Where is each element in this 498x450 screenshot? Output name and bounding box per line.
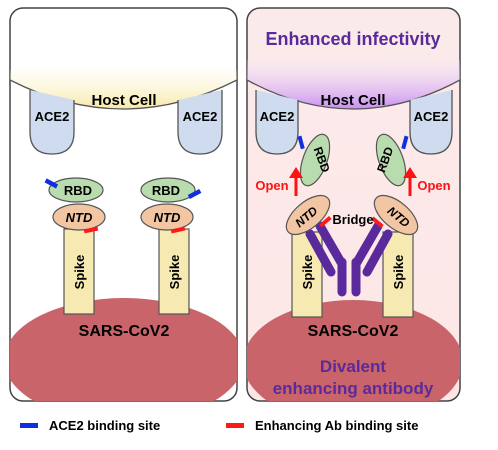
ace2-receptor-right-panel-right — [409, 90, 453, 155]
rbd-right-panel-left — [299, 133, 331, 187]
rbd-left — [48, 177, 104, 203]
ace2-receptor-right — [177, 90, 223, 155]
open-arrow-right — [403, 167, 417, 196]
ntd-right-panel-right — [373, 194, 419, 236]
enhancing-site-right — [170, 226, 186, 234]
spike-label-right-panel-right: Spike — [391, 255, 406, 290]
legend-ace2-swatch — [20, 423, 38, 428]
divalent-antibody — [305, 221, 393, 297]
caption-line1: Divalent — [320, 357, 386, 376]
open-label-right: Open — [417, 178, 450, 193]
ace2-label-right-panel-right: ACE2 — [414, 109, 449, 124]
open-arrow-left — [289, 167, 303, 196]
virus-body-right — [247, 300, 460, 401]
ntd-label-left: NTD — [66, 210, 93, 225]
legend-enhancing-label: Enhancing Ab binding site — [255, 418, 418, 433]
ace2-receptor-left — [29, 90, 75, 155]
ace2-label-right: ACE2 — [183, 109, 218, 124]
right-panel-title: Enhanced infectivity — [265, 29, 440, 49]
rbd-label-left: RBD — [64, 183, 92, 198]
legend-enhancing-swatch — [226, 423, 244, 428]
ace2-receptor-right-panel-left — [255, 90, 299, 155]
enhancing-site-right-panel-left — [319, 215, 332, 228]
ntd-right-panel-left — [285, 194, 331, 236]
rbd-right-panel-right — [375, 133, 407, 187]
host-cell-label: Host Cell — [91, 92, 156, 109]
enhancing-site-left — [83, 226, 99, 234]
enhancing-site-right-panel-right — [371, 216, 384, 229]
spike-stalk-right-panel-right — [382, 231, 414, 318]
virus-label: SARS-CoV2 — [79, 323, 170, 340]
ace2-site-right-panel-right — [401, 135, 409, 150]
left-panel: Host Cell ACE2 ACE2 Spike Spike NTD NTD … — [9, 7, 238, 402]
spike-label-right-panel-left: Spike — [300, 255, 315, 290]
rbd-label-right: RBD — [152, 183, 180, 198]
spike-stalk-right-panel-left — [291, 231, 323, 318]
legend: ACE2 binding site Enhancing Ab binding s… — [20, 418, 418, 433]
ace2-site-left — [44, 178, 59, 189]
open-label-left: Open — [255, 178, 288, 193]
spike-label-right: Spike — [167, 255, 182, 290]
bridge-label: Bridge — [332, 212, 373, 227]
virus-label-right: SARS-CoV2 — [308, 323, 399, 340]
caption-line2: enhancing antibody — [273, 379, 434, 398]
legend-ace2-label: ACE2 binding site — [49, 418, 160, 433]
spike-label-left: Spike — [72, 255, 87, 290]
ace2-site-right-panel-left — [297, 135, 305, 150]
ace2-label-left: ACE2 — [35, 109, 70, 124]
ace2-label-right-panel-left: ACE2 — [260, 109, 295, 124]
ace2-site-right — [187, 188, 202, 200]
ntd-right — [140, 203, 194, 231]
virus-body — [10, 298, 237, 401]
ntd-label-right: NTD — [154, 210, 181, 225]
ntd-left — [52, 203, 106, 231]
rbd-right — [140, 177, 196, 203]
host-cell-label-right: Host Cell — [320, 92, 385, 109]
right-panel: Enhanced infectivity Host Cell ACE2 ACE2… — [246, 7, 461, 402]
host-cell-membrane-right — [247, 60, 460, 109]
